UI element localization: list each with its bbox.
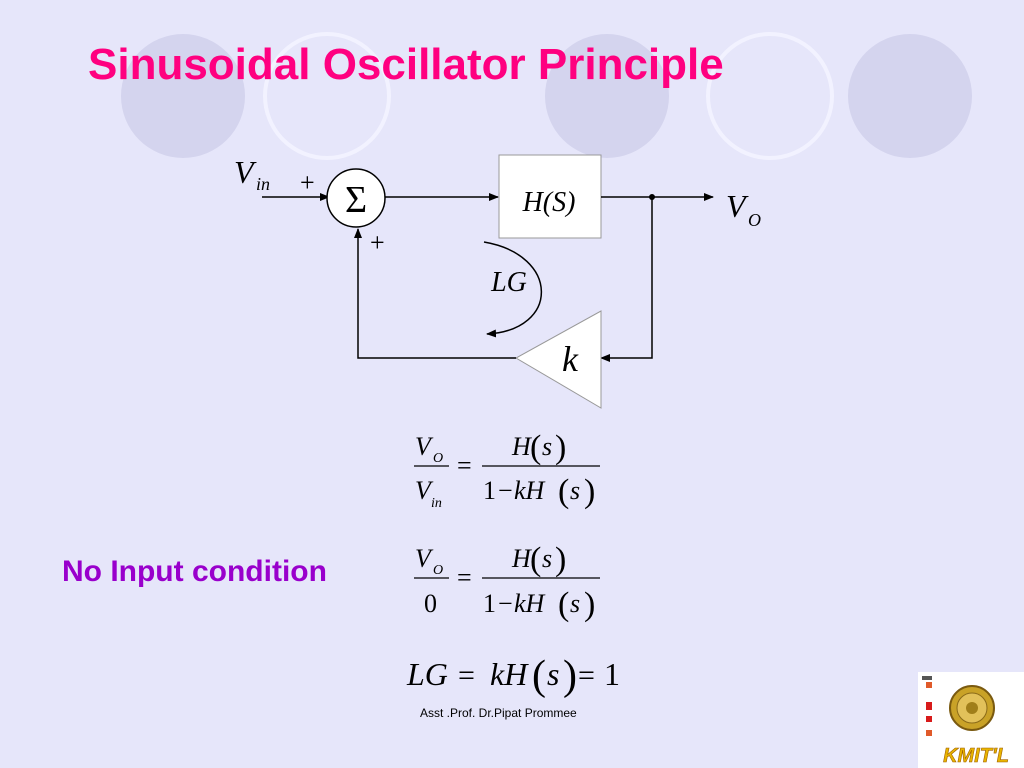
- plus-sign-bottom: +: [370, 228, 385, 257]
- eq1-den-rparen: ): [584, 473, 595, 510]
- eq2-vo-sub: O: [433, 563, 443, 578]
- bg-circle: [706, 32, 834, 160]
- eq2-den-rparen: ): [584, 586, 595, 623]
- eq3-equals-b: =: [578, 659, 595, 692]
- eq1-den-s: s: [570, 476, 580, 505]
- eq3-equals-a: =: [458, 659, 475, 692]
- eq1-equals: =: [457, 451, 472, 480]
- eq3-lg: LG: [406, 656, 448, 692]
- eq1-den-lparen: (: [558, 473, 569, 510]
- gain-block: [514, 310, 602, 409]
- block-label: H(S): [522, 187, 576, 218]
- equation-no-input: V O 0 = H ( s ) 1 − kH ( s ): [414, 541, 600, 623]
- footer-author: Asst .Prof. Dr.Pipat Prommee: [420, 706, 577, 720]
- eq1-vo: V: [415, 432, 434, 461]
- eq2-den-minus: −: [498, 589, 513, 618]
- eq1-den-one: 1: [483, 476, 496, 505]
- eq2-den-one: 1: [483, 589, 496, 618]
- eq1-vin: V: [415, 476, 434, 505]
- eq2-num-s: s: [542, 544, 552, 573]
- eq3-one: 1: [604, 656, 620, 692]
- input-v-label: V: [234, 154, 257, 190]
- eq2-zero: 0: [424, 589, 437, 618]
- eq2-vo: V: [415, 544, 434, 573]
- eq3-rparen: ): [563, 653, 577, 699]
- eq2-equals: =: [457, 563, 472, 592]
- equation-closed-loop: V O V in = H ( s ) 1 − kH ( s ): [414, 429, 600, 511]
- equation-loop-gain: LG = kH ( s ) = 1: [406, 653, 620, 699]
- output-v-label: V: [726, 188, 749, 224]
- gain-label: k: [562, 339, 579, 379]
- eq3-s: s: [547, 656, 559, 692]
- eq1-den-minus: −: [498, 476, 513, 505]
- eq3-lparen: (: [532, 653, 546, 699]
- eq1-num-h: H: [511, 432, 532, 461]
- no-input-condition-label: No Input condition: [62, 555, 327, 588]
- eq1-den-kh: kH: [514, 476, 546, 505]
- feedback-arrow: [600, 197, 653, 362]
- sigma-symbol: Σ: [345, 179, 367, 221]
- eq1-num-lparen: (: [530, 429, 541, 466]
- eq2-num-lparen: (: [530, 541, 541, 578]
- kmitl-logo: KMIT'L: [918, 672, 1024, 768]
- input-v-subscript: in: [256, 174, 270, 194]
- eq1-vin-sub: in: [431, 496, 442, 511]
- eq1-num-s: s: [542, 432, 552, 461]
- output-v-subscript: O: [748, 210, 761, 230]
- eq1-num-rparen: ): [555, 429, 566, 466]
- eq1-vo-sub: O: [433, 451, 443, 466]
- slide-title: Sinusoidal Oscillator Principle: [88, 40, 724, 89]
- eq3-kh: kH: [490, 656, 529, 692]
- eq2-den-s: s: [570, 589, 580, 618]
- eq2-num-rparen: ): [555, 541, 566, 578]
- bg-circle: [545, 34, 669, 158]
- eq2-num-h: H: [511, 544, 532, 573]
- eq2-den-lparen: (: [558, 586, 569, 623]
- eq2-den-kh: kH: [514, 589, 546, 618]
- bg-circle: [121, 34, 245, 158]
- summing-junction: [326, 168, 386, 228]
- transfer-function-block: [498, 154, 602, 239]
- bg-circle: [263, 32, 391, 160]
- plus-sign-top: +: [300, 168, 315, 197]
- loop-gain-label: LG: [490, 267, 527, 298]
- feedback-return-arrow: [354, 228, 516, 359]
- logo-text: KMIT'L: [943, 745, 1009, 767]
- loop-gain-arrow: [483, 241, 543, 338]
- bg-circle: [848, 34, 972, 158]
